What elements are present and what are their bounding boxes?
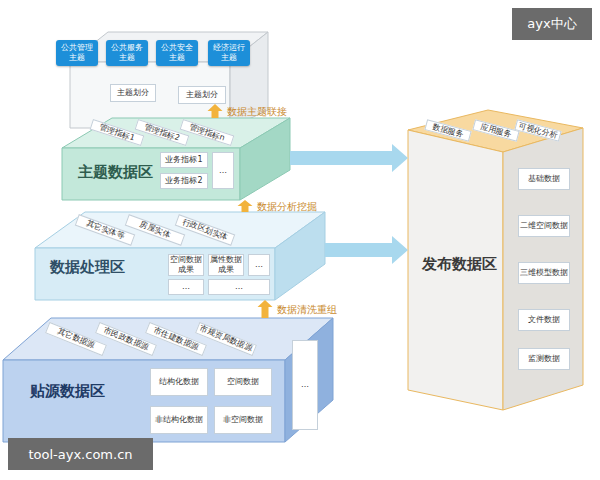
box-text: 二维空间数据 bbox=[520, 221, 568, 231]
data-box: 二维空间数据 bbox=[518, 215, 570, 237]
zone-front-face bbox=[408, 130, 503, 410]
zone-label: 数据处理区 bbox=[50, 258, 125, 277]
zone-side-face bbox=[503, 128, 583, 410]
box-text: … bbox=[235, 282, 243, 292]
data-box: 主题划分 bbox=[110, 84, 156, 102]
theme-tag: 公共安全主题 bbox=[156, 40, 198, 66]
box-text: 空间数据成果 bbox=[170, 255, 202, 275]
theme-tag: 公共服务主题 bbox=[106, 40, 148, 66]
box-text: 公共管理主题 bbox=[58, 43, 96, 63]
ellipsis-box: … bbox=[248, 254, 270, 276]
box-text: 文件数据 bbox=[528, 315, 560, 325]
theme-tag: 公共管理主题 bbox=[56, 40, 98, 66]
zone-front-face bbox=[35, 248, 275, 300]
zone-side-face bbox=[285, 318, 333, 442]
zone-front-face bbox=[3, 360, 285, 442]
box-text: 结构化数据 bbox=[159, 377, 199, 387]
data-box: 空间数据成果 bbox=[168, 254, 204, 276]
arrow-label: 数据清洗重组 bbox=[277, 303, 337, 317]
ellipsis-box: … bbox=[208, 279, 270, 295]
box-text: 主题划分 bbox=[117, 88, 149, 98]
watermark-box: ayx中心 bbox=[512, 8, 592, 40]
zone-top-face bbox=[3, 318, 333, 360]
box-text: 监测数据 bbox=[528, 354, 560, 364]
data-box: 属性数据成果 bbox=[208, 254, 244, 276]
box-text: 三维模型数据 bbox=[520, 268, 568, 278]
zone-side-face bbox=[275, 212, 325, 300]
box-text: … bbox=[182, 282, 190, 292]
box-text: … bbox=[301, 380, 309, 390]
arrow-label: 数据主题联接 bbox=[227, 105, 287, 119]
watermark-text: tool-ayx.com.cn bbox=[28, 447, 132, 462]
box-text: 空间数据 bbox=[227, 377, 259, 387]
data-box: 基础数据 bbox=[518, 168, 570, 190]
zone-label: 发布数据区 bbox=[422, 255, 497, 274]
data-zone-layer: 主题数据区管理指标1管理指标2管理指标n业务指标1业务指标2… bbox=[62, 118, 290, 200]
box-text: 非结构化数据 bbox=[155, 415, 203, 425]
zone-front-face bbox=[62, 148, 240, 200]
watermark-box: tool-ayx.com.cn bbox=[8, 438, 153, 470]
data-zone-layer: 贴源数据区其它数据源市民政数据源市住建数据源市规资局数据源结构化数据空间数据非结… bbox=[3, 318, 333, 442]
zone-label: 贴源数据区 bbox=[30, 382, 105, 401]
box-text: 主题划分 bbox=[186, 90, 218, 100]
box-text: … bbox=[219, 166, 227, 176]
data-box: 主题划分 bbox=[178, 86, 226, 104]
zone-top-face bbox=[35, 212, 325, 248]
data-box: 空间数据 bbox=[214, 368, 272, 396]
box-text: 业务指标1 bbox=[165, 155, 202, 165]
publish-zone-block: 发布数据区数据服务应用服务可视化分析基础数据二维空间数据三维模型数据文件数据监测… bbox=[408, 110, 583, 410]
box-text: 公共安全主题 bbox=[158, 43, 196, 63]
ellipsis-box: … bbox=[292, 340, 318, 430]
data-box: 业务指标2 bbox=[160, 173, 208, 189]
flow-arrow bbox=[238, 200, 253, 212]
flow-arrow bbox=[258, 300, 273, 318]
data-zone-layer: 数据处理区其它实体等房屋实体行政区划实体空间数据成果属性数据成果……… bbox=[35, 212, 325, 300]
zone-side-face bbox=[240, 118, 290, 200]
watermark-text: ayx中心 bbox=[527, 15, 576, 33]
ellipsis-box: … bbox=[212, 152, 234, 189]
flow-arrow bbox=[325, 236, 408, 264]
zone-label: 主题数据区 bbox=[78, 163, 153, 182]
theme-tag: 经济运行主题 bbox=[208, 40, 250, 66]
box-text: 非空间数据 bbox=[223, 415, 263, 425]
data-box: 三维模型数据 bbox=[518, 262, 570, 284]
arrow-label: 数据分析挖掘 bbox=[257, 200, 317, 214]
box-text: … bbox=[255, 260, 263, 270]
data-box: 结构化数据 bbox=[150, 368, 208, 396]
box-text: 基础数据 bbox=[528, 174, 560, 184]
box-text: 公共服务主题 bbox=[108, 43, 146, 63]
data-box: 非结构化数据 bbox=[150, 406, 208, 434]
box-text: 经济运行主题 bbox=[210, 43, 248, 63]
data-box: 监测数据 bbox=[518, 348, 570, 370]
box-text: 属性数据成果 bbox=[210, 255, 242, 275]
data-box: 文件数据 bbox=[518, 309, 570, 331]
data-box: 业务指标1 bbox=[160, 152, 208, 168]
data-box: 非空间数据 bbox=[214, 406, 272, 434]
flow-arrow bbox=[290, 144, 408, 172]
box-text: 业务指标2 bbox=[165, 176, 202, 186]
flow-arrow bbox=[208, 104, 223, 118]
ellipsis-box: … bbox=[168, 279, 204, 295]
